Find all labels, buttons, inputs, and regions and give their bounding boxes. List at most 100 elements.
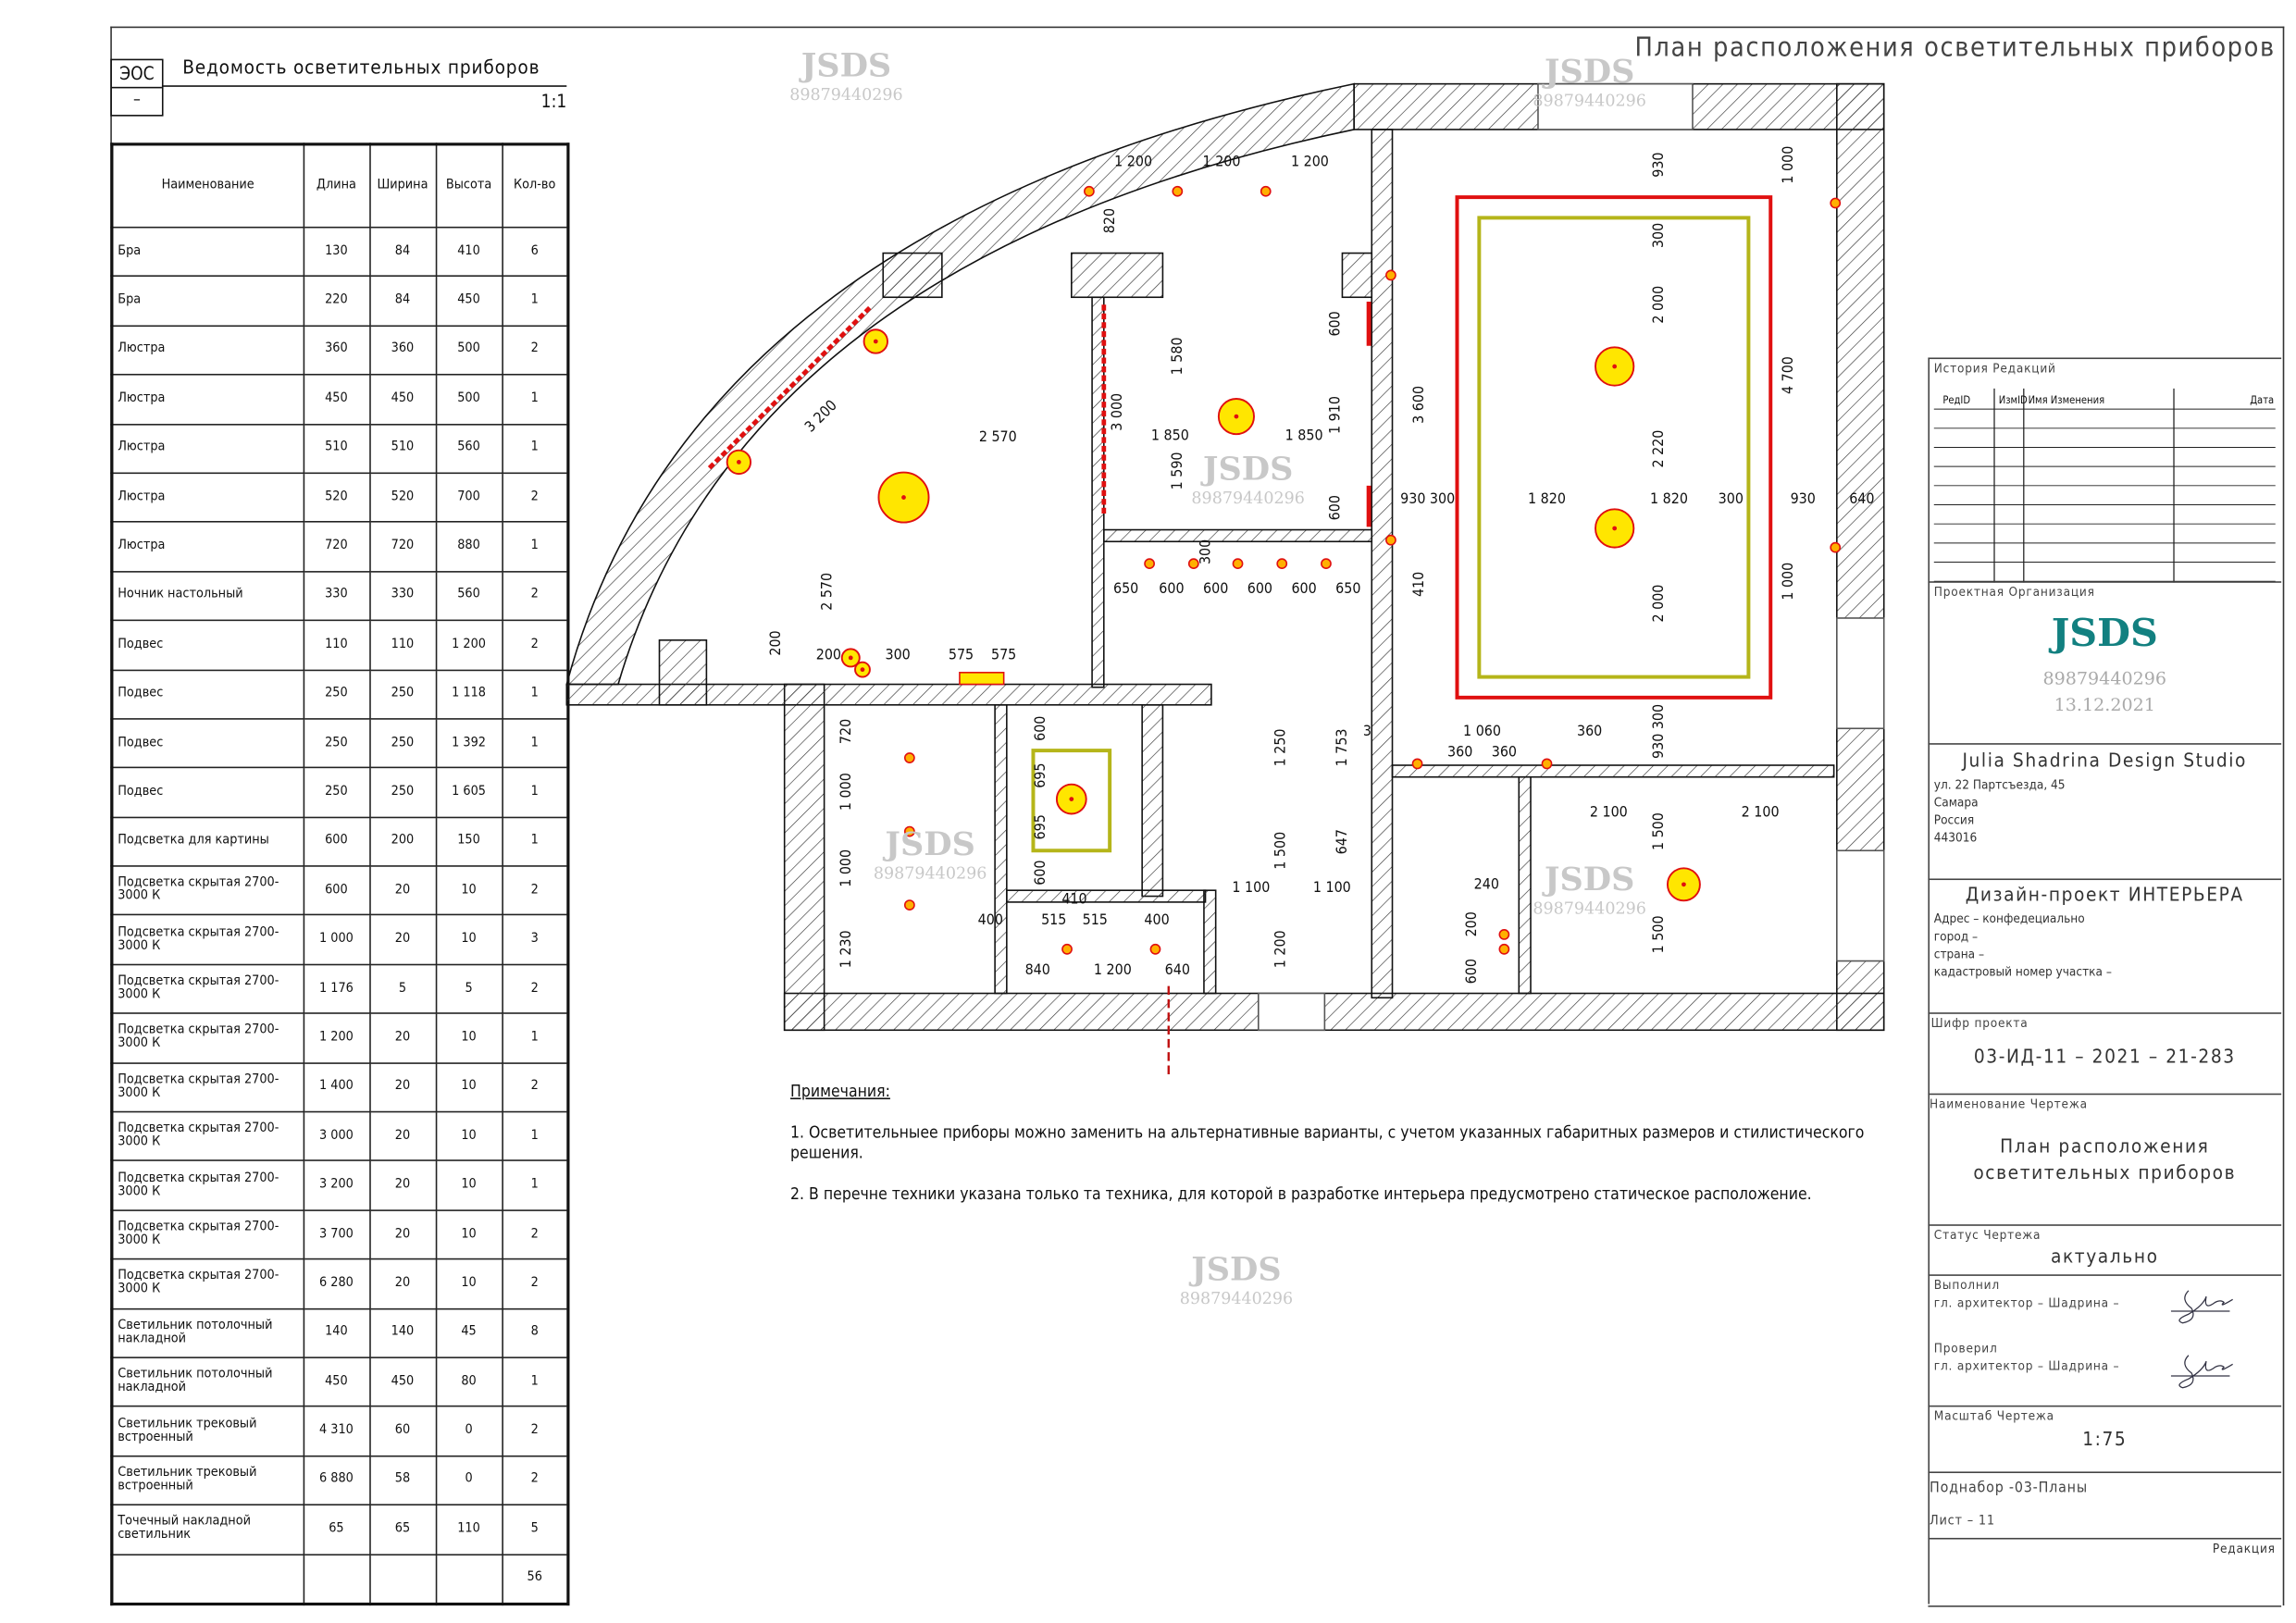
rev-col-4: Дата — [2250, 394, 2274, 406]
dimension-label: 400 — [1144, 911, 1169, 928]
wall-bottom — [783, 992, 1885, 1032]
cell-qty: 1 — [501, 1110, 569, 1162]
window-right-1 — [1836, 617, 1885, 730]
cell-width: 520 — [368, 472, 437, 524]
project-title: Дизайн-проект ИНТЕРЬЕРА — [1965, 884, 2244, 907]
dimension-label: 650 — [1113, 579, 1138, 597]
spec-code: ЭОС — [111, 60, 162, 89]
dimension-label: 820 — [1100, 208, 1118, 233]
cell-height: 500 — [434, 374, 503, 425]
wall-partition-6 — [1391, 764, 1835, 778]
cell-height: 80 — [434, 1357, 503, 1408]
spec-row: 56 — [111, 1553, 569, 1605]
dimension-label: 640 — [1849, 489, 1874, 507]
drawing-status: Статус Чертежа актуально — [1928, 1224, 2282, 1276]
status-value: актуально — [2050, 1246, 2159, 1269]
dimension-label: 3 000 — [1108, 393, 1125, 431]
cell-name: Светильник потолочный накладной — [111, 1357, 304, 1408]
dimension-label: 1 000 — [837, 849, 854, 887]
dimension-label: 360 — [1447, 742, 1472, 760]
watermark-logo: JSDS — [1202, 450, 1294, 489]
drawing-scale: Масштаб Чертежа 1:75 — [1928, 1405, 2282, 1473]
dimension-label: 200 — [816, 645, 841, 663]
dimension-label: 300 — [1430, 489, 1455, 507]
signature-images — [2170, 1290, 2233, 1389]
lighting-spec-table: Наименование Длина Ширина Высота Кол-во … — [110, 142, 570, 1606]
cell-qty: 3 — [501, 914, 569, 966]
cell-length: 1 176 — [302, 963, 370, 1015]
cell-height: 10 — [434, 1012, 503, 1064]
notes-heading: Примечания: — [790, 1081, 890, 1101]
dimension-label: 600 — [1159, 579, 1184, 597]
wall-partition-7 — [1518, 775, 1532, 995]
done-label: Выполнил — [1933, 1279, 2000, 1294]
dimension-label: 1 820 — [1650, 489, 1688, 507]
wall-partition-5 — [1141, 704, 1164, 898]
wall-partition-9 — [1203, 889, 1217, 995]
spotlight-symbol — [903, 752, 915, 763]
dimension-label: 360 — [1577, 722, 1602, 739]
cell-height: 450 — [434, 276, 503, 327]
dimension-label: 930 — [1649, 152, 1667, 177]
picture-light-symbol — [959, 672, 1005, 686]
cell-name: Подсветка скрытая 2700-3000 К — [111, 914, 304, 966]
window-bottom — [1257, 992, 1326, 1032]
dimension-label: 300 — [1196, 539, 1213, 564]
cell-qty: 2 — [501, 472, 569, 524]
spotlight-symbol — [1260, 185, 1272, 197]
walls — [565, 82, 1885, 1032]
dimension-label: 1 100 — [1232, 878, 1270, 896]
spotlight-symbol — [1172, 185, 1184, 197]
dimension-label: 600 — [1291, 579, 1316, 597]
dimension-label: 930 — [1791, 489, 1816, 507]
spotlight-symbol — [1144, 558, 1155, 570]
checked-label: Проверил — [1933, 1342, 1998, 1357]
spotlight-symbol — [1385, 269, 1396, 281]
cell-length: 600 — [302, 865, 370, 916]
cell-length: 250 — [302, 767, 370, 818]
spec-code-sub: – — [132, 90, 141, 109]
hidden-led-strip-1 — [707, 304, 874, 470]
cell-length — [302, 1553, 370, 1605]
watermark-phone: 89879440296 — [1179, 1289, 1294, 1308]
cell-length: 3 000 — [302, 1110, 370, 1162]
cell-qty: 1 — [501, 816, 569, 867]
dimension-label: 1 850 — [1285, 427, 1323, 444]
title-block-left-border — [1928, 357, 1930, 1604]
dimension-label: 1 500 — [1649, 915, 1667, 953]
studio-address-line: ул. 22 Партсъезда, 45 — [1933, 778, 2066, 794]
status-label: Статус Чертежа — [1933, 1228, 2042, 1244]
cell-height: 110 — [434, 1504, 503, 1555]
cell-name: Светильник трековый встроенный — [111, 1406, 304, 1457]
drawing-name-1: План расположения — [2000, 1135, 2210, 1158]
dimension-label: 1 250 — [1271, 728, 1288, 766]
cell-qty: 2 — [501, 1455, 569, 1506]
spec-scale: 1:1 — [540, 91, 567, 112]
dimension-label: 575 — [991, 645, 1016, 663]
spotlight-symbol — [1232, 558, 1244, 570]
dimension-label: 600 — [1203, 579, 1228, 597]
dimension-label: 1 000 — [1779, 563, 1796, 601]
project-info-line: город – — [1933, 930, 1979, 946]
cell-height: 1 200 — [434, 619, 503, 671]
dimension-label: 600 — [1462, 959, 1480, 984]
cell-name: Светильник трековый встроенный — [111, 1455, 304, 1506]
wall-partition-3 — [1103, 528, 1373, 543]
subset: Поднабор -03-Планы — [1930, 1480, 2088, 1497]
studio-info: Julia Shadrina Design Studio ул. 22 Парт… — [1928, 743, 2282, 880]
cell-length: 110 — [302, 619, 370, 671]
